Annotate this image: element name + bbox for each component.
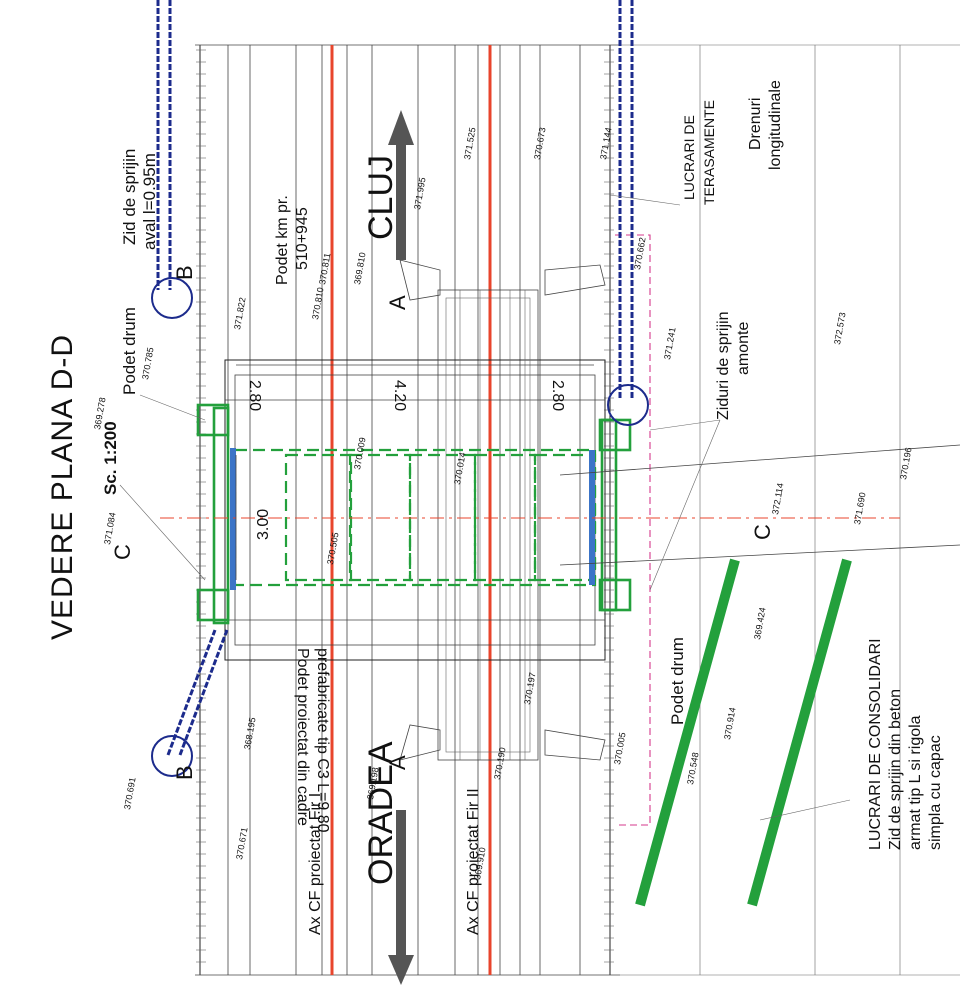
elevation-label: 370.505 [325,532,340,566]
ziduri-line1: Ziduri de sprijin [715,312,732,420]
zid-sprijin-line2: aval l=0.95m [140,153,159,250]
elevation-label: 371.144 [598,127,613,161]
label-cluj: CLUJ [362,155,400,240]
podet-proiectat-line2: prefabricate tip C3 L=9.80 [314,648,331,833]
podet-proiectat-line1: Podet proiectat din cadre [294,648,311,826]
side-road-upper [559,444,961,476]
section-mark-b-top: B [172,265,197,280]
retaining-wall-2 [747,558,852,907]
ziduri-line2: amonte [735,322,752,375]
zid-sprijin-line1: Zid de sprijin [120,149,139,245]
section-circle-right [607,384,649,426]
elevation-label: 370.197 [522,672,537,706]
label-oradea: ORADEA [362,741,400,885]
elevation-label: 372.114 [770,482,785,515]
elevation-label: 371.241 [662,327,677,361]
drains [156,0,634,756]
direction-labels: ORADEA CLUJ [362,155,400,885]
ax-fir-1: Ax CF proiectat Fir I [307,793,324,935]
section-markers: A A B B [172,265,410,780]
section-mark-a-top: A [385,295,410,310]
side-road-lower [559,544,961,566]
elevation-label: 370.014 [452,452,467,486]
elevation-label: 371.690 [852,492,867,526]
elevation-label: 370.005 [612,732,627,766]
elevation-label: 369.810 [352,252,367,286]
arrow-oradea [388,810,414,985]
podet-drum-bottom: Podet drum [668,637,687,725]
section-mark-c-left: C [110,544,135,560]
arrow-cluj [388,110,414,260]
elevation-label: 372.573 [832,312,847,346]
section-mark-a-bottom: A [385,755,410,770]
elevation-label: 370.810 [310,287,325,321]
chainage-ticks [196,49,614,963]
elevation-label: 370.671 [234,827,249,861]
lucrari-teras-line2: TERASAMENTE [701,100,717,205]
elevation-label: 370.914 [722,707,737,741]
elevation-label: 370.196 [898,447,913,481]
dim-2-80-left: 2.80 [246,380,263,411]
elevation-label: 371.084 [102,512,117,546]
elevation-label: 370.811 [317,252,332,285]
ax-fir-2: Ax CF proiectat Fir II [465,788,482,935]
section-circle-b-bottom [151,735,193,777]
podet-km-line2: 510+945 [294,207,311,270]
drenuri-line2: longitudinale [767,80,784,170]
scale-label: Sc. 1:200 [101,421,120,495]
annotations: Zid de sprijin aval l=0.95m Podet drum P… [120,80,944,935]
dimensions: 2.80 4.20 2.80 3.00 [246,380,566,540]
dim-4-20: 4.20 [391,380,408,411]
section-mark-c-right: C [750,524,775,540]
podet-km-line1: Podet km pr. [274,195,291,285]
elevation-label: 371.822 [232,297,247,331]
lucrari-teras-line1: LUCRARI DE [681,115,697,200]
elevation-label: 370.548 [685,752,700,786]
drenuri-line1: Drenuri [747,98,764,150]
title: VEDERE PLANA D-D [46,334,79,640]
section-mark-b-bottom: B [172,765,197,780]
retaining-wall-1 [635,558,740,907]
consolidari-line1: LUCRARI DE CONSOLIDARI [867,638,884,850]
elevation-label: 370.691 [122,777,137,811]
elevation-label: 371.995 [412,177,427,211]
elevation-label: 371.525 [462,127,477,161]
consolidari-line2: Zid de sprijin din beton [887,689,904,850]
elevation-label: 370.673 [532,127,547,161]
consolidari-line4: simpla cu capac [927,735,944,850]
elevation-label: 370.662 [632,237,647,271]
title-block: VEDERE PLANA D-D Sc. 1:200 C C [46,334,775,640]
elevation-label: 369.424 [752,607,767,641]
consolidari-line3: armat tip L si rigola [907,715,924,850]
leader-lines [119,194,851,821]
dim-2-80-right: 2.80 [549,380,566,411]
section-circle-b-top [151,277,193,319]
elevation-label: 370.785 [140,347,155,381]
elevation-label: 368.195 [242,717,257,751]
elevation-label: 370.190 [492,747,507,781]
dim-3-00: 3.00 [255,509,272,540]
culvert-structure [224,259,606,761]
track-lines [227,45,901,975]
elevation-label: 370.009 [352,437,367,471]
podet-drum-top: Podet drum [120,307,139,395]
